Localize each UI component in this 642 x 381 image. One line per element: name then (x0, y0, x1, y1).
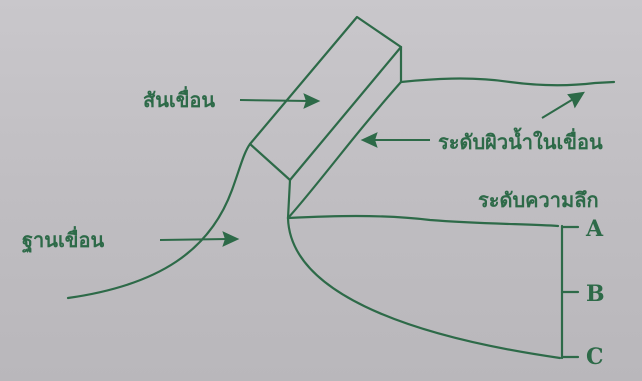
depth-marker-c: C (586, 344, 604, 370)
dam-face (286, 178, 292, 220)
arrow-base-head (222, 231, 240, 247)
arrow-water-surface-head (360, 132, 378, 148)
arrow-crest (239, 99, 311, 102)
reservoir-bottom-curve (286, 216, 562, 360)
depth-level-a-line (286, 214, 560, 228)
water-surface-line (399, 77, 616, 87)
depth-marker-b: B (586, 281, 605, 307)
dam-base-label: ฐานเขื่อน (22, 228, 105, 252)
arrow-water-up-head (567, 91, 585, 109)
reservoir-slope (286, 80, 403, 220)
depth-level-label: ระดับความลึก (478, 188, 599, 212)
arrow-crest-head (303, 93, 321, 109)
depth-marker-a: A (586, 216, 604, 242)
dam-crest-label: สันเขื่อน (143, 88, 216, 112)
arrow-water-up (541, 97, 576, 119)
dam-crest-top (248, 15, 403, 182)
arrow-base (159, 238, 229, 241)
dam-base-slope (66, 142, 252, 300)
water-surface-label: ระดับผิวน้ำในเขื่อน (438, 130, 603, 154)
